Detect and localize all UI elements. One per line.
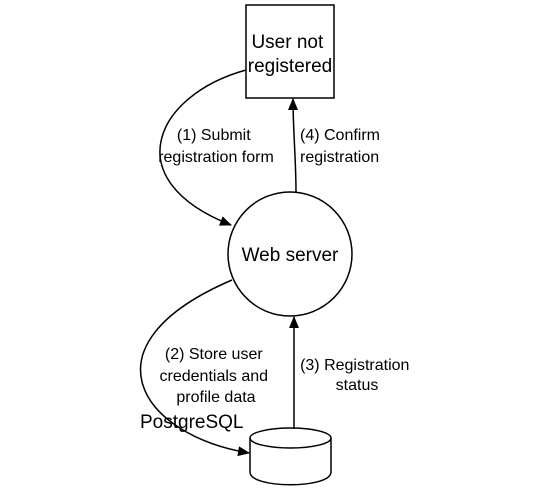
edge-status-label: (3) Registration status	[300, 357, 414, 394]
user-node-label-line-1: User not	[251, 32, 324, 53]
database-cylinder	[249, 438, 332, 486]
edge-confirm-arrow	[288, 98, 299, 193]
edge-store-label: (2) Store user credentials and profile d…	[160, 346, 273, 406]
database-node: PostgreSQL	[140, 412, 332, 486]
edge-submit-label: (1) Submit registration form	[158, 127, 274, 166]
edge-confirm-label: (4) Confirm registration	[300, 127, 384, 166]
edge-submit-label-line-2: registration form	[158, 149, 274, 166]
edge-status-label-line-2: status	[336, 377, 379, 394]
edge-store-label-line-2: credentials and	[160, 368, 269, 385]
edge-store-label-line-1: (2) Store user	[165, 346, 263, 363]
edge-submit-label-line-1: (1) Submit	[177, 127, 251, 144]
user-node-label-line-2: registered	[248, 56, 333, 77]
user-node-label: User not registered	[248, 32, 333, 77]
database-cylinder-top	[249, 427, 332, 449]
user-node-box	[245, 4, 335, 99]
edge-store-label-line-3: profile data	[176, 389, 255, 406]
edge-store-arrow	[139, 279, 250, 457]
edge-submit-arrow	[159, 69, 247, 226]
web-server-label: Web server	[242, 245, 339, 266]
database-label: PostgreSQL	[140, 412, 244, 433]
edge-status-label-line-1: (3) Registration	[300, 357, 409, 374]
user-node: User not registered	[245, 4, 335, 99]
edge-confirm-label-line-1: (4) Confirm	[300, 127, 380, 144]
edge-confirm-label-line-2: registration	[300, 149, 379, 166]
web-server-node: Web server	[227, 191, 353, 317]
